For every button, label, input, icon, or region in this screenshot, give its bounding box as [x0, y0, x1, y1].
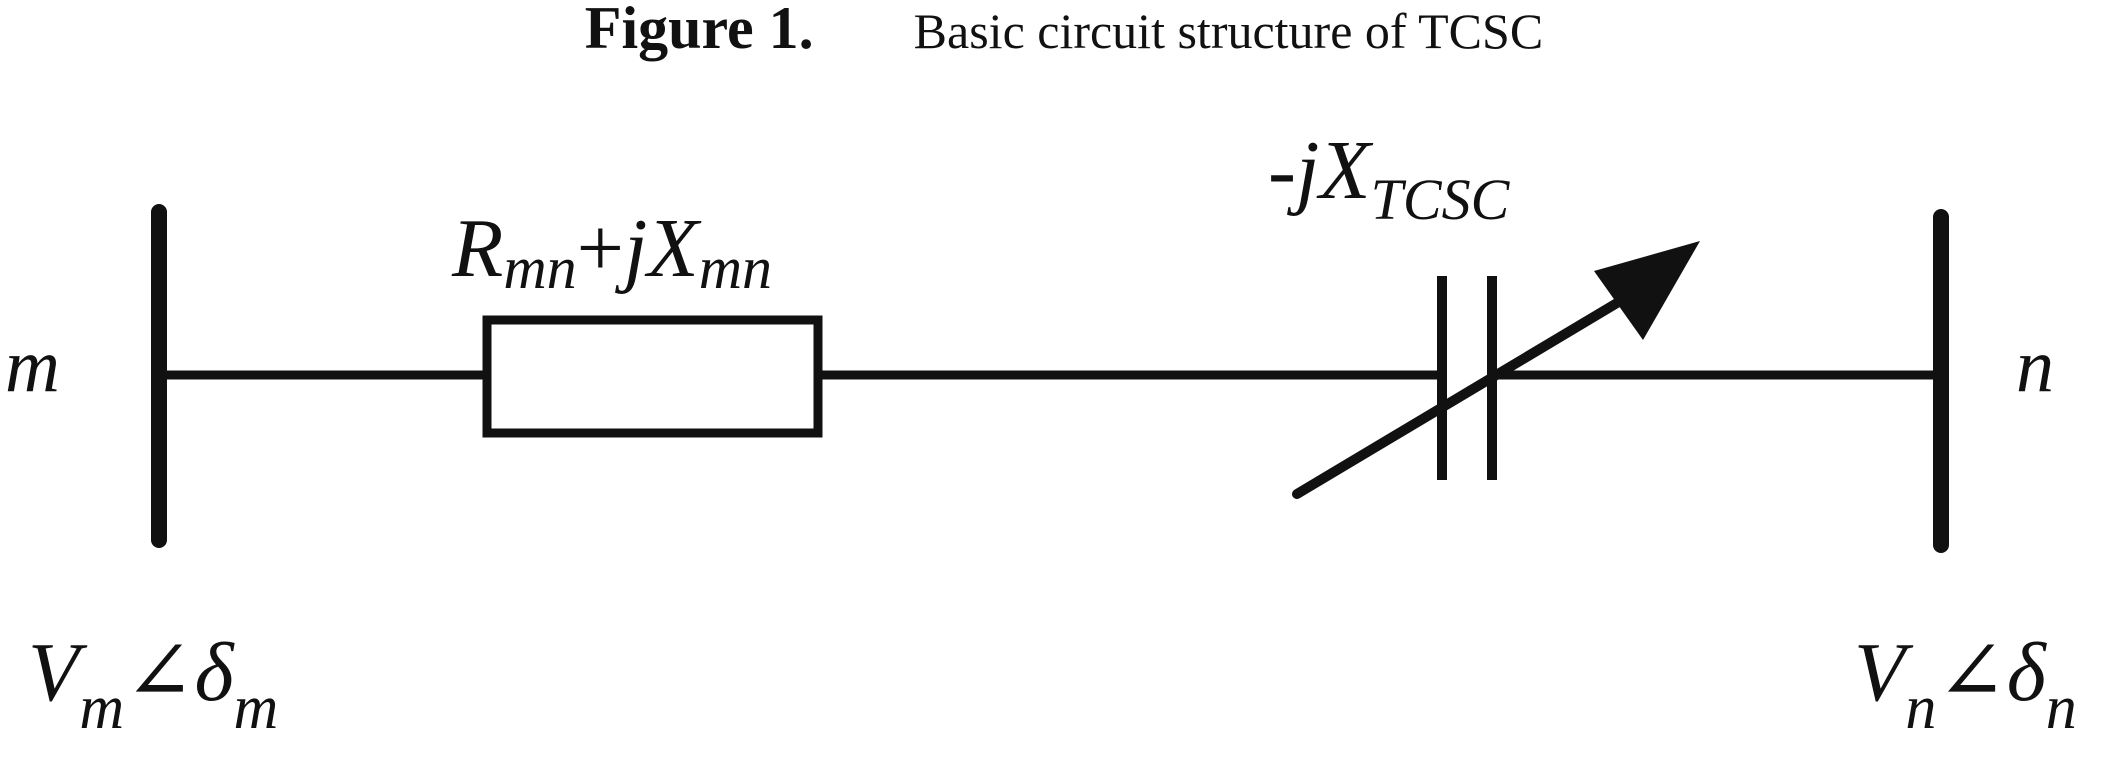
- bus-m-voltage-label: Vm∠δm: [28, 626, 278, 742]
- bus-n-angle-symbol: ∠: [1936, 626, 2006, 719]
- bus-m-name: m: [5, 324, 60, 408]
- bus-m-phase-subscript: m: [234, 674, 279, 742]
- impedance-label: Rmn+jXmn: [451, 202, 772, 301]
- bus-m-phase-symbol: δ: [194, 626, 235, 719]
- bus-n-name: n: [2016, 324, 2054, 408]
- tcsc-label: -jXTCSC: [1268, 124, 1511, 232]
- bus-m-voltage-subscript: m: [79, 674, 124, 742]
- tcsc-subscript: TCSC: [1371, 167, 1511, 232]
- bus-m-voltage-symbol: V: [28, 626, 88, 719]
- reactance-subscript: mn: [699, 235, 772, 301]
- variable-arrow-head: [1594, 241, 1700, 340]
- bus-n-voltage-label: Vn∠δn: [1854, 626, 2077, 742]
- impedance-operator: +: [577, 202, 624, 295]
- bus-n-phase-subscript: n: [2046, 674, 2077, 742]
- resistance-subscript: mn: [503, 235, 576, 301]
- reactance-symbol: jX: [615, 202, 702, 295]
- resistance-symbol: R: [451, 202, 503, 295]
- bus-n-phase-symbol: δ: [2007, 626, 2048, 719]
- bus-m-angle-symbol: ∠: [124, 626, 194, 719]
- tcsc-symbol: -jX: [1268, 124, 1374, 217]
- impedance-box: [482, 315, 823, 438]
- figure-title: Basic circuit structure of TCSC: [913, 3, 1544, 59]
- figure-caption: Figure 1. Basic circuit structure of TCSC: [0, 0, 2128, 70]
- bus-n-voltage-symbol: V: [1854, 626, 1914, 719]
- figure-label: Figure 1.: [584, 0, 814, 61]
- variable-arrow-shaft: [1292, 295, 1627, 499]
- bus-n-voltage-subscript: n: [1905, 674, 1936, 742]
